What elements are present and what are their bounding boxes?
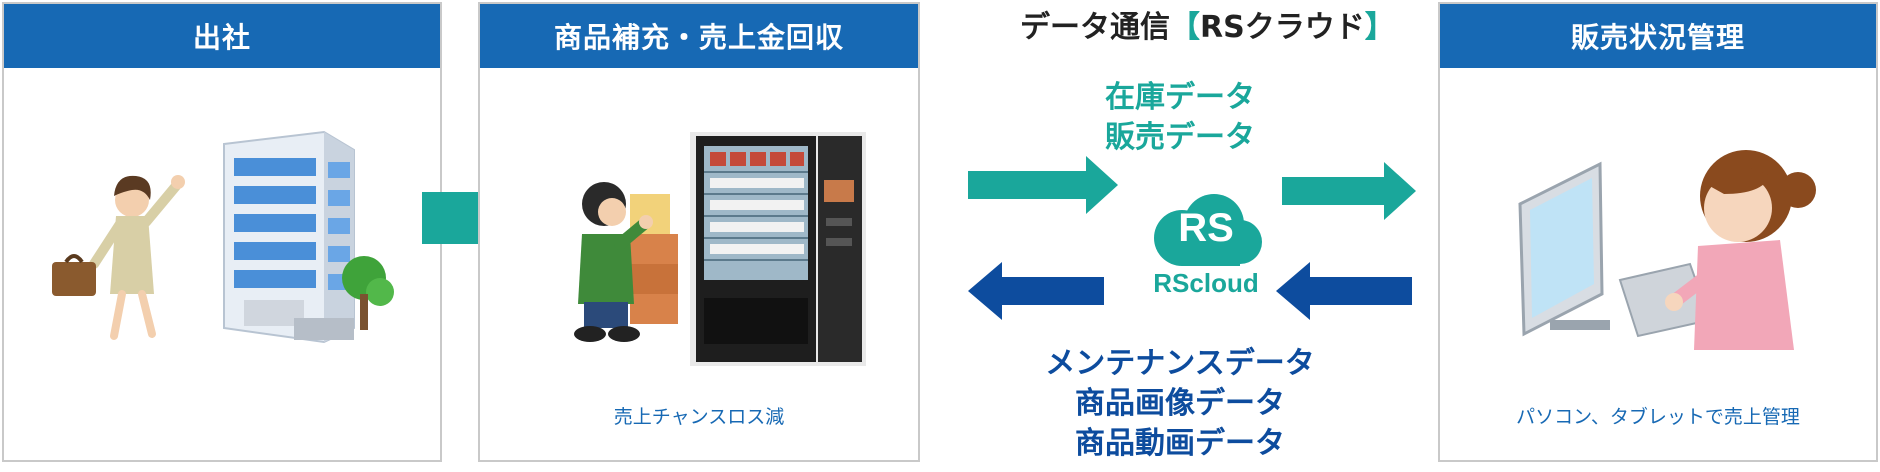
panel-title-manage: 販売状況管理 [1440,4,1876,68]
inventory-data-label: 在庫データ [1105,80,1255,115]
rs-logo-mark: RS [1178,206,1234,250]
comm-title-service: RSクラウド [1200,10,1365,45]
rs-cloud-logo: RS RScloud [1136,192,1276,302]
rs-logo-wordmark: RScloud [1153,268,1259,298]
panel-restock: 商品補充・売上金回収 [478,2,920,462]
rs-cloud-logo-icon [1154,194,1262,266]
product-image-data-label: 商品画像データ [1075,386,1285,421]
teal-right-arrow-icon [1282,162,1416,220]
caption-manage: パソコン、タブレットで売上管理 [1516,406,1800,428]
upload-data-labels: 在庫データ 販売データ [1080,78,1280,158]
comm-title-prefix: データ通信 [1020,10,1170,45]
office-building-icon [223,130,394,344]
comm-title: データ通信【RSクラウド】 [1020,2,1400,46]
vending-machine-icon [690,132,866,366]
teal-right-arrow-icon [968,156,1118,214]
restocking-worker-icon [574,182,678,342]
computer-user-icon [1518,150,1816,350]
maintenance-data-label: メンテナンスデータ [1045,346,1315,381]
comm-title-bracket-close: 】 [1364,10,1395,45]
panel-title-restock: 商品補充・売上金回収 [480,4,918,68]
navy-left-arrow-icon [968,262,1104,320]
panel-manage: 販売状況管理 パソコン、タブレットで売上管理 [1438,2,1878,462]
caption-restock: 売上チャンスロス減 [613,406,785,428]
download-data-labels: メンテナンスデータ 商品画像データ 商品動画データ [1040,344,1320,464]
product-video-data-label: 商品動画データ [1075,426,1285,461]
comm-title-bracket-open: 【 [1170,10,1200,45]
navy-left-arrow-icon [1276,262,1412,320]
sales-data-label: 販売データ [1105,120,1255,155]
panel-commute: 出社 [2,2,442,462]
panel-title-commute: 出社 [4,4,440,68]
office-worker-icon [52,175,185,340]
